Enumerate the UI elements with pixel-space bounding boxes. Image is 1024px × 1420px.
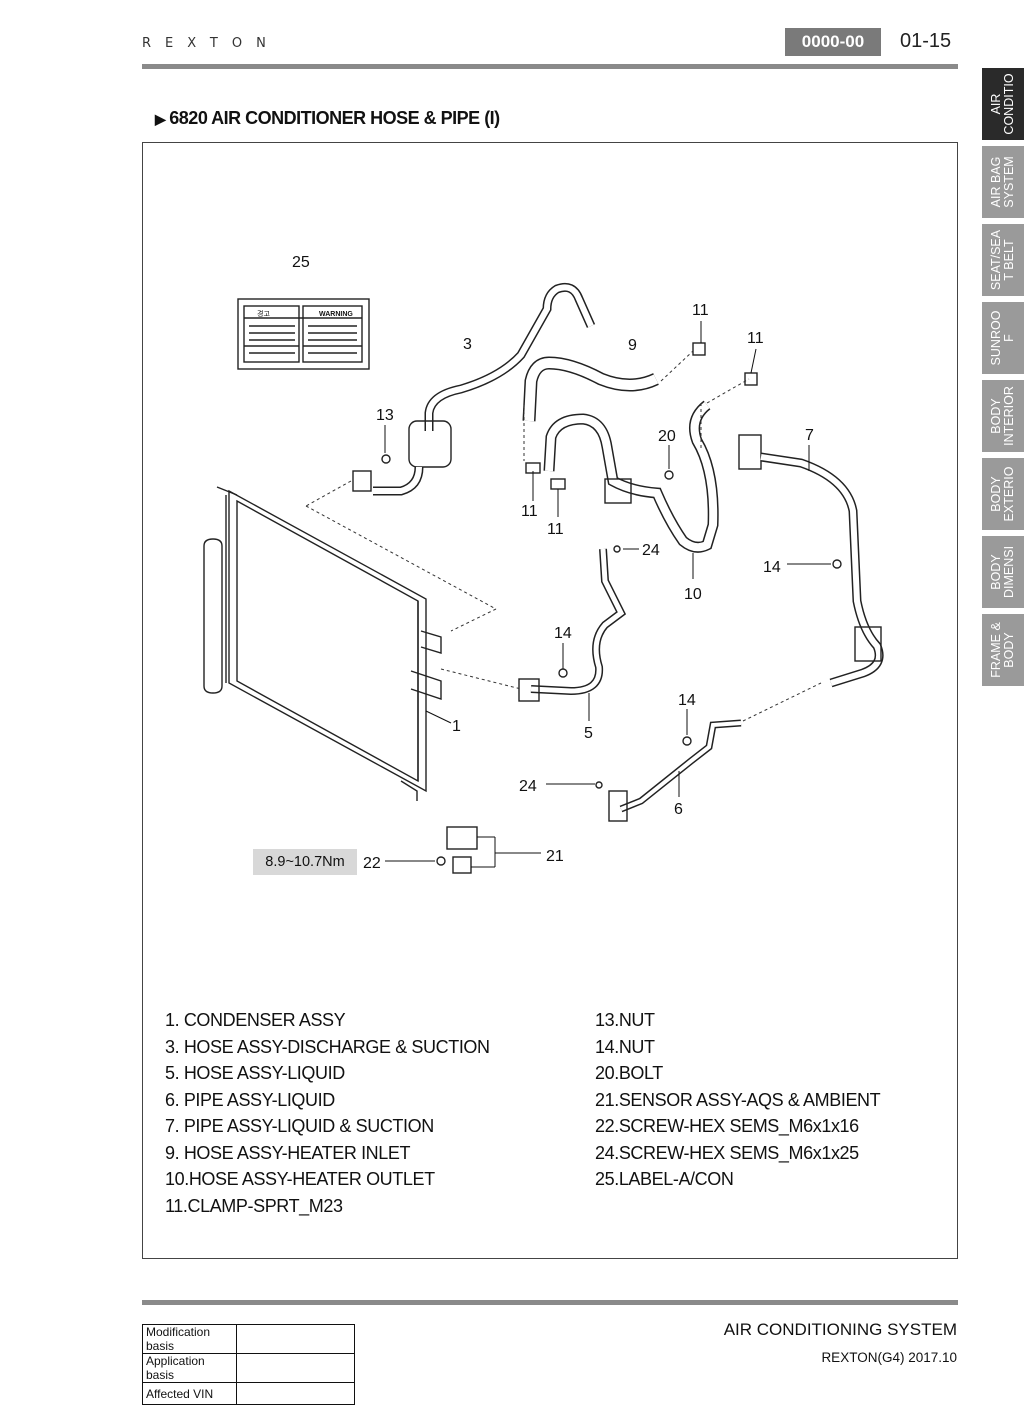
application-basis-value xyxy=(236,1353,355,1383)
section-title: ▶6820 AIR CONDITIONER HOSE & PIPE (I) xyxy=(155,108,500,129)
list-item: 10.HOSE ASSY-HEATER OUTLET xyxy=(165,1169,435,1189)
callout-11-b: 11 xyxy=(747,330,764,347)
warning-label-korean: 경고 xyxy=(257,309,270,318)
tab-air-bag-system[interactable]: AIR BAG SYSTEM xyxy=(982,146,1024,218)
list-item: 6. PIPE ASSY-LIQUID xyxy=(165,1089,335,1110)
table-row: Affected VIN xyxy=(142,1382,355,1405)
list-item: 7. PIPE ASSY-LIQUID & SUCTION xyxy=(165,1116,434,1136)
triangle-marker-icon: ▶ xyxy=(155,111,166,127)
table-row: Modification basis xyxy=(142,1324,355,1354)
callout-11-d: 11 xyxy=(547,521,564,538)
list-item: 20.BOLT xyxy=(595,1063,663,1083)
tab-body-dimension[interactable]: BODY DIMENSI xyxy=(982,536,1024,608)
callout-3: 3 xyxy=(463,336,472,353)
callout-7: 7 xyxy=(805,427,814,444)
list-item: 1. CONDENSER ASSY xyxy=(165,1010,346,1030)
list-item: 5. HOSE ASSY-LIQUID xyxy=(165,1063,345,1083)
callout-13: 13 xyxy=(376,407,394,424)
footer-divider xyxy=(142,1300,958,1305)
revision-table: Modification basis Application basis Aff… xyxy=(142,1324,355,1405)
affected-vin-label: Affected VIN xyxy=(142,1382,237,1405)
parts-list-right: 13.NUT 14.NUT 20.BOLT 21.SENSOR ASSY-AQS… xyxy=(595,1010,881,1196)
callout-14-b: 14 xyxy=(554,625,572,642)
callout-11-c: 11 xyxy=(521,503,538,520)
condenser-drawing xyxy=(228,489,427,793)
modification-basis-value xyxy=(236,1324,355,1354)
callout-14-a: 14 xyxy=(763,559,781,576)
list-item: 13.NUT xyxy=(595,1010,655,1030)
footer-model-date: REXTON(G4) 2017.10 xyxy=(821,1350,957,1365)
callout-5: 5 xyxy=(584,725,593,742)
tab-body-interior[interactable]: BODY INTERIOR xyxy=(982,380,1024,452)
callout-22: 22 xyxy=(363,855,381,872)
list-item: 21.SENSOR ASSY-AQS & AMBIENT xyxy=(595,1089,881,1110)
header-divider xyxy=(142,64,958,69)
chapter-tabs: AIR CONDITIO AIR BAG SYSTEM SEAT/SEA T B… xyxy=(982,68,1024,692)
page-number: 01-15 xyxy=(900,30,952,52)
callout-20: 20 xyxy=(658,428,676,445)
callout-6: 6 xyxy=(674,801,683,818)
tab-seat-belt[interactable]: SEAT/SEA T BELT xyxy=(982,224,1024,296)
parts-list-left: 1. CONDENSER ASSY 3. HOSE ASSY-DISCHARGE… xyxy=(165,1010,490,1222)
list-item: 11.CLAMP-SPRT_M23 xyxy=(165,1195,343,1216)
callout-21: 21 xyxy=(546,848,564,865)
torque-spec-box: 8.9~10.7Nm xyxy=(253,849,357,875)
list-item: 22.SCREW-HEX SEMS_M6x1x16 xyxy=(595,1116,859,1136)
table-row: Application basis xyxy=(142,1353,355,1383)
affected-vin-value xyxy=(236,1382,355,1405)
tab-air-conditioning[interactable]: AIR CONDITIO xyxy=(982,68,1024,140)
application-basis-label: Application basis xyxy=(142,1353,237,1383)
callout-10: 10 xyxy=(684,586,702,603)
list-item: 25.LABEL-A/CON xyxy=(595,1169,734,1189)
callout-25: 25 xyxy=(292,254,310,271)
list-item: 14.NUT xyxy=(595,1036,655,1057)
warning-label-english: WARNING xyxy=(319,311,353,318)
list-item: 3. HOSE ASSY-DISCHARGE & SUCTION xyxy=(165,1036,490,1057)
tab-sunroof[interactable]: SUNROO F xyxy=(982,302,1024,374)
section-code-badge: 0000-00 xyxy=(785,28,881,56)
list-item: 24.SCREW-HEX SEMS_M6x1x25 xyxy=(595,1142,859,1163)
footer-system-title: AIR CONDITIONING SYSTEM xyxy=(723,1320,957,1339)
warning-label-drawing xyxy=(237,298,370,370)
callout-24-a: 24 xyxy=(642,542,660,559)
tab-frame-body[interactable]: FRAME & BODY xyxy=(982,614,1024,686)
diagram-frame: 25 3 9 11 11 13 20 7 11 11 24 10 14 14 1… xyxy=(142,142,958,1259)
tab-body-exterior[interactable]: BODY EXTERIO xyxy=(982,458,1024,530)
hose-pipe-exploded-diagram: 25 3 9 11 11 13 20 7 11 11 24 10 14 14 1… xyxy=(203,254,884,874)
callout-1: 1 xyxy=(452,718,461,735)
brand-logo: REXTON xyxy=(142,36,280,51)
section-title-text: 6820 AIR CONDITIONER HOSE & PIPE (I) xyxy=(169,108,500,128)
callout-11-a: 11 xyxy=(692,302,709,319)
callout-9: 9 xyxy=(628,337,637,354)
list-item: 9. HOSE ASSY-HEATER INLET xyxy=(165,1142,411,1163)
modification-basis-label: Modification basis xyxy=(142,1324,237,1354)
callout-14-c: 14 xyxy=(678,692,696,709)
callout-24-b: 24 xyxy=(519,778,537,795)
